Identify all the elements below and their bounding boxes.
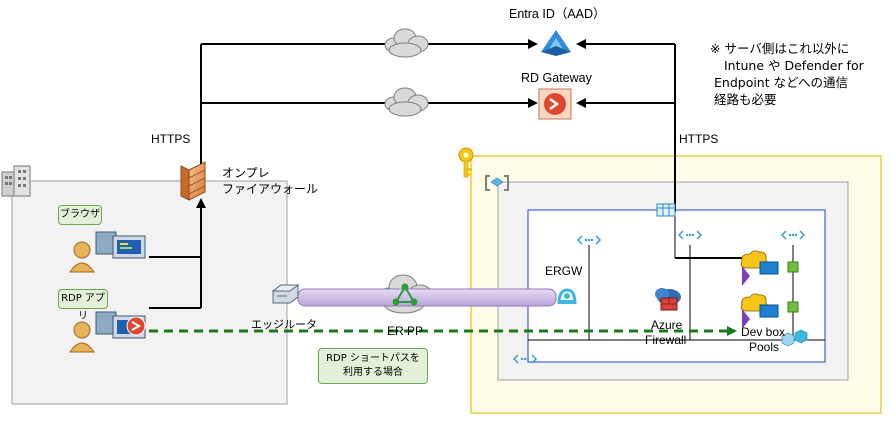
note-line-4: 経路も必要: [714, 92, 777, 107]
er-pp-label: ER PP: [387, 324, 424, 338]
onprem-firewall-label-1: オンプレ: [222, 166, 270, 180]
top-connections: [149, 39, 676, 309]
resource-group-icon: [485, 175, 509, 191]
key-icon: [458, 147, 474, 178]
route-table-icon: [656, 203, 676, 217]
devbox-pool-cube-icon: [781, 329, 808, 347]
https-left-label: HTTPS: [151, 132, 191, 146]
onprem-firewall-label-2: ファイアウォール: [222, 182, 319, 196]
cloud-icon-entra: [384, 28, 429, 58]
rd-gateway-label: RD Gateway: [521, 71, 592, 85]
cloud-icon-rdgateway: [384, 87, 429, 117]
subnet-icon-firewall: [677, 230, 703, 240]
rdp-app-callout: RDP アプリ: [58, 289, 108, 322]
onprem-zone: [11, 180, 288, 405]
edge-router-icon: [271, 284, 300, 304]
note-line-3: Endpoint などへの通信: [714, 75, 848, 90]
edge-router-label: エッジルータ: [251, 318, 317, 331]
azure-firewall-label-1: Azure: [651, 318, 683, 332]
note-line-1: ※ サーバ側はこれ以外に: [710, 41, 850, 56]
browser-user-icon: [69, 231, 146, 273]
server-side-note: ※ サーバ側はこれ以外に Intune や Defender for Endpo…: [710, 40, 888, 108]
rdp-shortpath-callout: RDP ショートパスを 利用する場合: [318, 348, 428, 384]
https-right-label: HTTPS: [679, 132, 719, 146]
onprem-firewall-icon: [180, 161, 206, 201]
devbox-label-1: Dev box: [741, 325, 786, 339]
note-line-2: Intune や Defender for: [724, 58, 864, 73]
rdp-shortpath-callout-line1: RDP ショートパスを: [326, 353, 420, 364]
entra-id-icon: [541, 30, 571, 56]
expressroute-icon: [392, 283, 418, 306]
azure-firewall-icon: [655, 288, 681, 311]
building-icon: [1, 165, 31, 197]
ergw-label: ERGW: [545, 264, 583, 278]
rdp-shortpath-callout-line2: 利用する場合: [343, 367, 403, 378]
vnet-icon: [512, 354, 538, 364]
browser-callout: ブラウザ: [58, 205, 102, 225]
subnet-icon-ergw: [576, 235, 602, 245]
vnet-zone: [527, 209, 826, 363]
devbox-label-2: Pools: [749, 340, 780, 354]
expressroute-circuit: [297, 288, 557, 307]
rd-gateway-icon: [538, 88, 572, 120]
azure-firewall-label-2: Firewall: [645, 333, 687, 347]
vnet-internal-lines: [528, 212, 825, 341]
rdp-user-icon: [69, 311, 146, 353]
ergw-icon: [557, 288, 577, 305]
entra-id-label: Entra ID（AAD）: [509, 7, 606, 21]
devbox-icon-2: [740, 293, 799, 329]
subnet-icon-devbox: [780, 230, 806, 240]
devbox-icon-1: [740, 250, 799, 286]
